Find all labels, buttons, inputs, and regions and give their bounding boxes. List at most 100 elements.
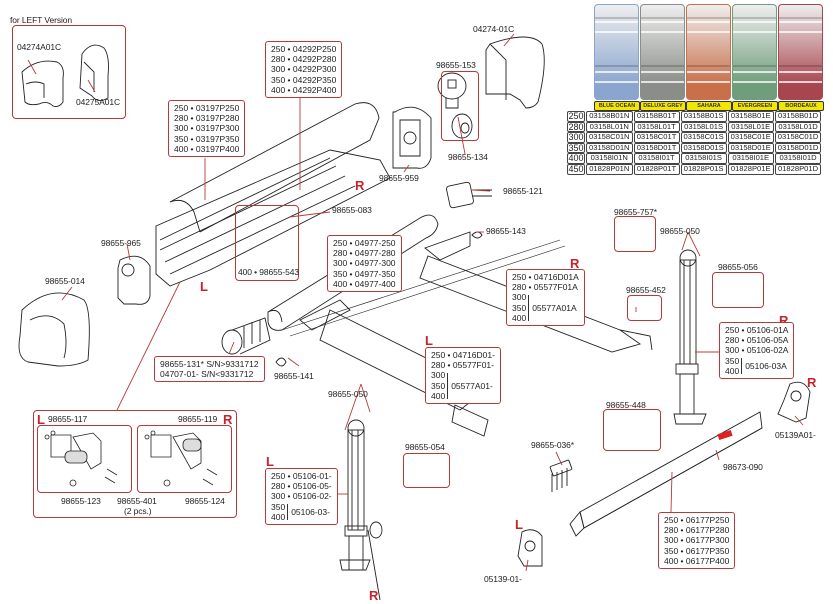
size-code[interactable]: 300 • 06177P300 — [664, 535, 730, 546]
fabric-swatch-deluxe-grey[interactable] — [640, 4, 685, 100]
size-code[interactable]: 400 • 04977-400 — [333, 278, 396, 289]
size-code[interactable]: 280 • 05577F01A — [512, 282, 578, 293]
size-code[interactable]: 250 • 05106-01A — [725, 325, 789, 335]
fabric-code[interactable]: 03158C01T — [633, 132, 680, 143]
size-code[interactable]: 250 • 04977-250 — [333, 238, 396, 248]
part-label[interactable]: 400 • 98655-543 — [238, 267, 300, 277]
size-code[interactable]: 250 • 06177P250 — [664, 515, 730, 525]
size-code[interactable]: 300 • 03197P300 — [174, 123, 240, 134]
fabric-code[interactable]: 03158C01S — [680, 132, 727, 143]
fabric-code[interactable]: 03158L01E — [727, 121, 774, 133]
fabric-code[interactable]: 01828P01D — [774, 163, 822, 175]
size-code[interactable]: 05106-03A — [745, 360, 787, 371]
size-code[interactable]: 250 • 04716D01A — [512, 272, 579, 282]
fabric-code[interactable]: 01828P01S — [680, 163, 727, 175]
fabric-code[interactable]: 03158B01N — [586, 111, 633, 122]
size-code[interactable]: 400 • 04292P400 — [271, 84, 337, 95]
fabric-code[interactable]: 01828P01N — [586, 163, 633, 175]
part-label[interactable]: 98655-452 — [626, 285, 666, 295]
size-code[interactable]: 400 • 03197P400 — [174, 143, 240, 154]
size-code[interactable]: 300 • 05106-02A — [725, 345, 789, 356]
part-label[interactable]: 98655-959 — [379, 173, 419, 183]
part-label[interactable]: 98655-014 — [45, 276, 85, 286]
size-code[interactable]: 98655-131* S/N>9331712 — [160, 359, 259, 369]
fabric-code[interactable]: 03158D01T — [633, 142, 680, 154]
size-code[interactable]: 300 • 04292P300 — [271, 64, 337, 75]
part-label[interactable]: 05139-01- — [484, 574, 522, 584]
fabric-code[interactable]: 03158I01T — [633, 153, 680, 164]
part-label[interactable]: 98655-448 — [606, 400, 646, 410]
part-label[interactable]: 04274A01C — [17, 42, 61, 52]
size-code[interactable]: 350 • 06177P350 — [664, 545, 730, 556]
fabric-code[interactable]: 03158D01D — [774, 142, 822, 154]
part-label[interactable]: 98655-124 — [185, 496, 225, 506]
fabric-code[interactable]: 01828P01E — [727, 163, 774, 175]
part-label[interactable]: 98655-036* — [531, 440, 574, 450]
part-label[interactable]: 98655-141 — [274, 371, 314, 381]
size-code[interactable]: 350 • 04292P350 — [271, 74, 337, 85]
size-code[interactable]: 05577A01- — [451, 380, 493, 391]
fabric-code[interactable]: 03158C01N — [586, 132, 633, 143]
fabric-code[interactable]: 03158C01D — [774, 132, 822, 143]
fabric-code[interactable]: 03158L01S — [680, 121, 727, 133]
size-code[interactable]: 400 • 06177P400 — [664, 555, 730, 566]
part-label[interactable]: 98655-401 — [117, 496, 157, 506]
part-label[interactable]: 98655-121 — [503, 186, 543, 196]
size-code[interactable]: 300 • 05106-02- — [271, 491, 332, 502]
size-code[interactable]: 280 • 04292P280 — [271, 54, 337, 65]
size-code[interactable]: 300 • 04977-300 — [333, 258, 396, 269]
size-code[interactable]: 250 • 04716D01- — [431, 350, 495, 360]
part-label[interactable]: 05139A01- — [775, 430, 816, 440]
part-label[interactable]: 98655-054 — [405, 442, 445, 452]
size-code[interactable]: 250 • 05106-01- — [271, 471, 332, 481]
size-code[interactable]: 280 • 03197P280 — [174, 113, 240, 124]
fabric-code[interactable]: 03158D01N — [586, 142, 633, 154]
fabric-code[interactable]: 01828P01T — [633, 163, 680, 175]
fabric-code[interactable]: 03158B01T — [633, 111, 680, 122]
fabric-code[interactable]: 03158B01S — [680, 111, 727, 122]
part-label[interactable]: 98655-134 — [448, 152, 488, 162]
size-code[interactable]: 280 • 06177P280 — [664, 525, 730, 536]
part-label[interactable]: 98655-153 — [436, 60, 476, 70]
fabric-code[interactable]: 03158I01D — [774, 153, 822, 164]
fabric-code[interactable]: 03158D01E — [727, 142, 774, 154]
part-label[interactable]: 98655-143 — [486, 226, 526, 236]
fabric-code[interactable]: 03158L01T — [633, 121, 680, 133]
part-label[interactable]: 98655-757* — [614, 207, 657, 217]
fabric-swatch-sahara[interactable] — [686, 4, 731, 100]
size-code[interactable]: 350 • 03197P350 — [174, 133, 240, 144]
part-label[interactable]: 98655-050 — [660, 226, 700, 236]
size-code[interactable]: 350 • 04977-350 — [333, 268, 396, 279]
part-label[interactable]: 04274-01C — [473, 24, 515, 34]
fabric-code[interactable]: 03158B01E — [727, 111, 774, 122]
size-code[interactable]: 04707-01- S/N<9331712 — [160, 369, 254, 380]
part-label[interactable]: 98655-083 — [332, 205, 372, 215]
size-code[interactable]: 250 • 04292P250 — [271, 44, 337, 54]
part-label[interactable]: 98655-056 — [718, 262, 758, 272]
fabric-code[interactable]: 03158D01S — [680, 142, 727, 154]
part-label[interactable]: 98655-119 — [178, 414, 218, 424]
fabric-code[interactable]: 03158L01N — [586, 121, 633, 133]
size-code[interactable]: 280 • 05106-05- — [271, 481, 332, 492]
size-code[interactable]: 05106-03- — [291, 506, 330, 517]
part-label[interactable]: 98655-965 — [101, 238, 141, 248]
size-code[interactable]: 280 • 04977-280 — [333, 248, 396, 259]
fabric-code[interactable]: 03158I01N — [586, 153, 633, 164]
fabric-code[interactable]: 03158I01S — [680, 153, 727, 164]
fabric-code[interactable]: 03158I01E — [727, 153, 774, 164]
fabric-swatch-evergreen[interactable] — [732, 4, 777, 100]
size-code[interactable]: 280 • 05577F01- — [431, 360, 494, 371]
part-label[interactable]: 98655-123 — [61, 496, 101, 506]
fabric-swatch-bordeaux[interactable] — [778, 4, 823, 100]
part-label[interactable]: 98673-090 — [723, 462, 763, 472]
fabric-code[interactable]: 03158L01D — [774, 121, 822, 133]
fabric-code[interactable]: 03158C01E — [727, 132, 774, 143]
size-code[interactable]: 280 • 05106-05A — [725, 335, 789, 346]
part-label[interactable]: 98655-117 — [48, 414, 88, 424]
size-code[interactable]: 250 • 03197P250 — [174, 103, 240, 113]
fabric-code[interactable]: 03158B01D — [774, 111, 822, 122]
fabric-swatch-blue-ocean[interactable] — [594, 4, 639, 100]
part-label[interactable]: 04275A01C — [76, 97, 120, 107]
size-code[interactable]: 05577A01A — [532, 302, 577, 313]
part-label[interactable]: 98655-050 — [328, 389, 368, 399]
